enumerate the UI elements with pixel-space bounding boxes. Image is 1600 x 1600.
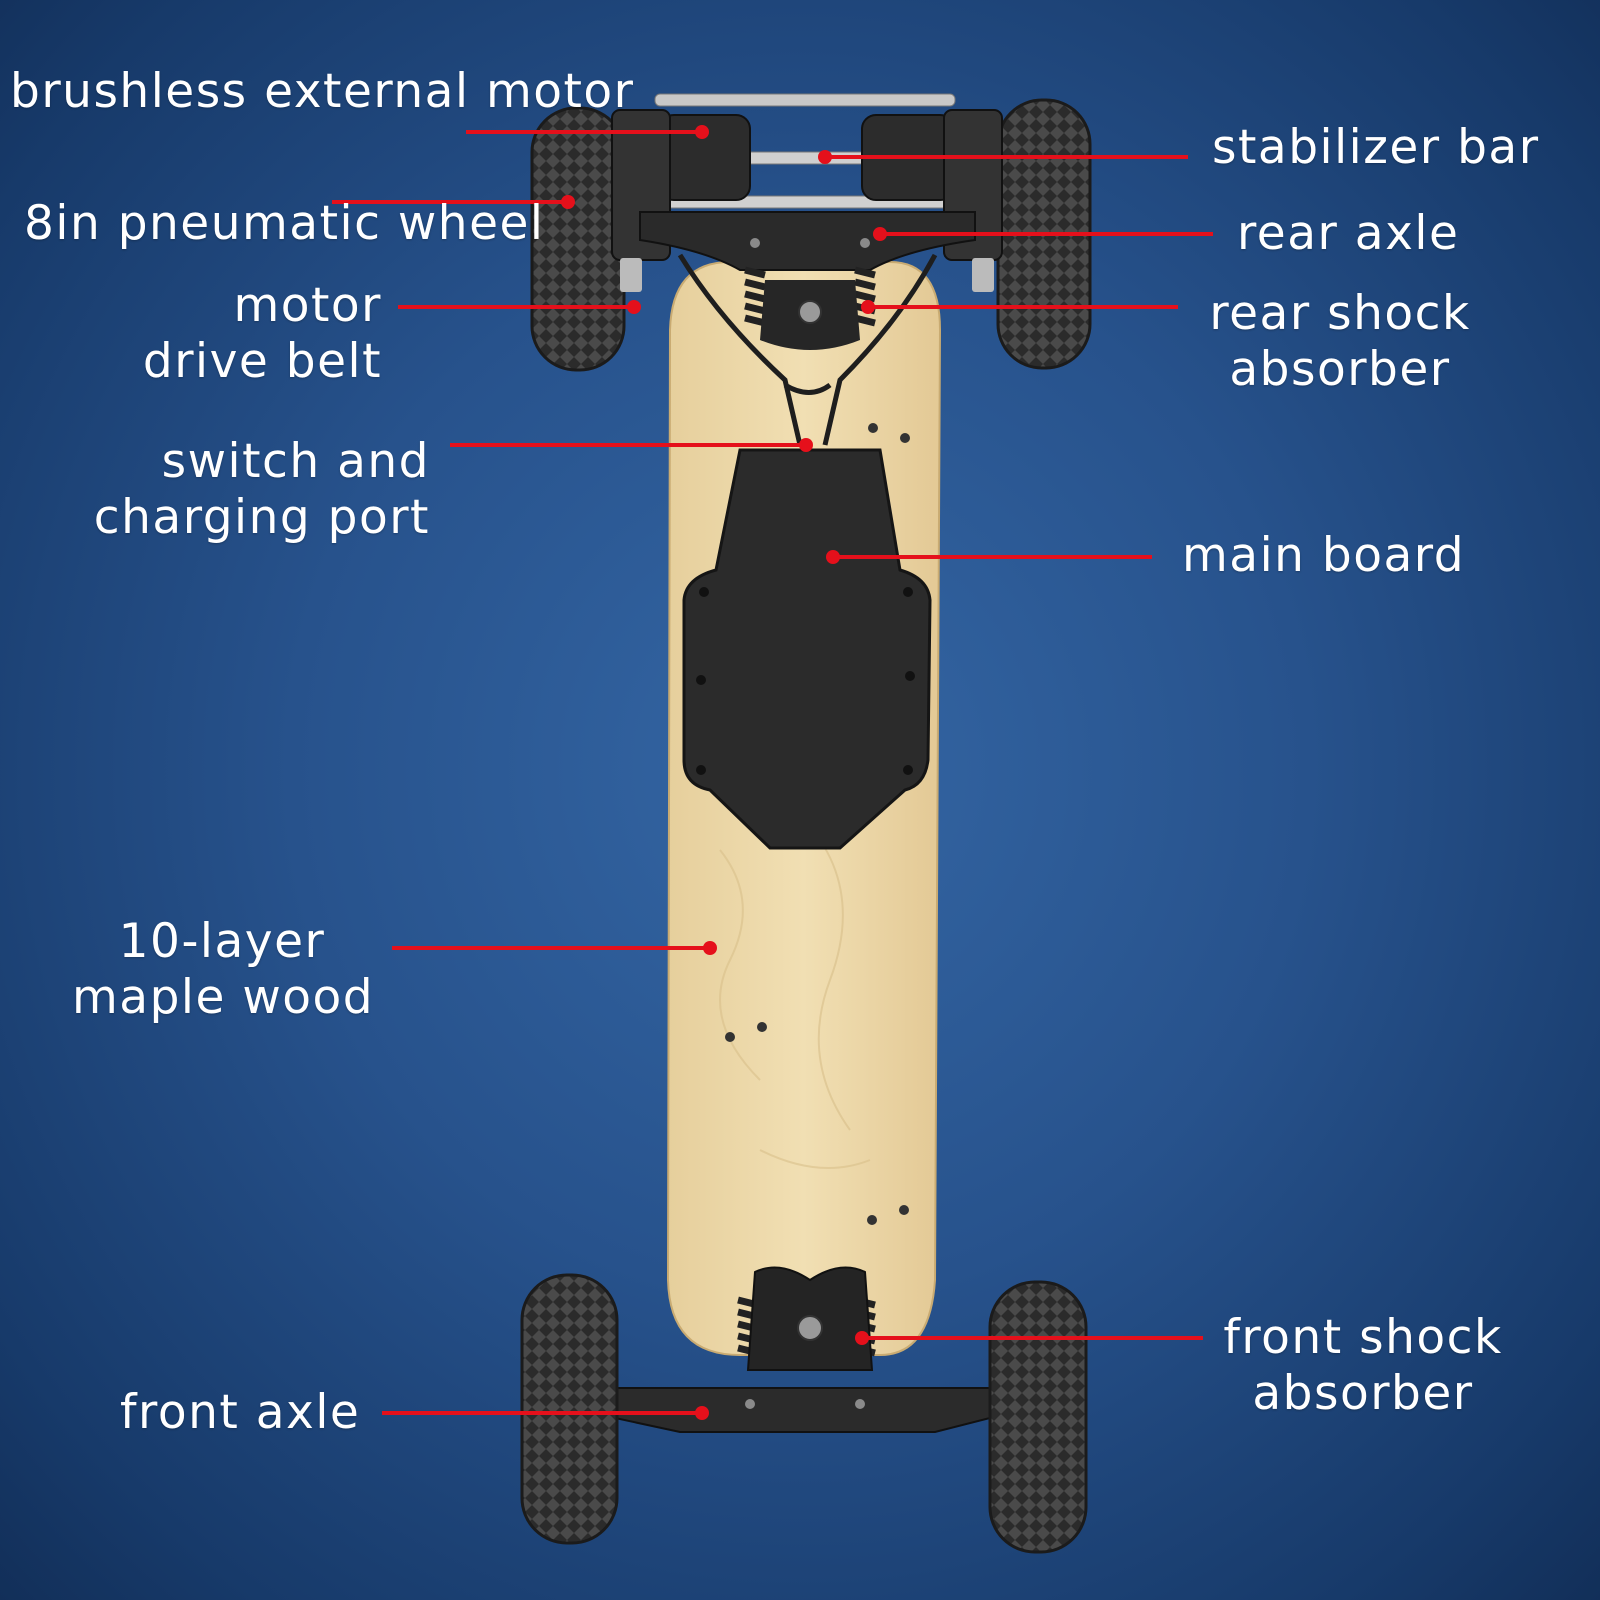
label-10-layer-maple-wood-line2: maple wood xyxy=(72,970,375,1025)
label-motor-drive-belt: motor drive belt xyxy=(143,278,382,390)
callout-dot-rear-shock xyxy=(861,300,875,314)
front-truck-bolts xyxy=(745,1399,865,1409)
label-brushless-external-motor: brushless external motor xyxy=(10,64,635,120)
label-rear-axle: rear axle xyxy=(1237,206,1459,262)
callout-lines xyxy=(332,125,1213,1420)
label-rear-shock-absorber-line2: absorber xyxy=(1229,342,1451,397)
label-front-shock-absorber: front shock absorber xyxy=(1208,1310,1518,1422)
callout-dot-main-board xyxy=(826,550,840,564)
drive-belt-cogs xyxy=(620,258,994,292)
rear-kingpin xyxy=(798,300,822,324)
main-board-enclosure xyxy=(682,448,932,850)
label-10-layer-maple-wood-line1: 10-layer xyxy=(118,914,326,969)
label-front-shock-absorber-line2: absorber xyxy=(1252,1366,1474,1421)
label-front-axle: front axle xyxy=(120,1385,360,1441)
motor-cables xyxy=(677,253,938,446)
callout-dot-front-shock xyxy=(855,1331,869,1345)
callout-dot-switch-port xyxy=(799,438,813,452)
callout-dot-drive-belt xyxy=(627,300,641,314)
label-8in-pneumatic-wheel-text: 8in pneumatic wheel xyxy=(24,196,545,251)
callout-dot-maple-wood xyxy=(703,941,717,955)
front-truck-hanger xyxy=(614,1387,991,1433)
deck-wood-grain xyxy=(719,839,871,1169)
callout-dot-rear-axle xyxy=(873,227,887,241)
rear-truck-hanger xyxy=(639,211,976,271)
deck-mount-holes xyxy=(725,423,910,1225)
label-10-layer-maple-wood: 10-layer maple wood xyxy=(72,914,375,1026)
label-switch-and-charging-port-line2: charging port xyxy=(93,490,430,545)
label-main-board: main board xyxy=(1182,528,1465,584)
label-rear-shock-absorber: rear shock absorber xyxy=(1190,286,1490,398)
callout-dot-pneumatic-wheel xyxy=(561,195,575,209)
front-right-wheel xyxy=(988,1280,1088,1554)
label-rear-shock-absorber-line1: rear shock xyxy=(1209,286,1471,341)
enclosure-screws xyxy=(696,587,915,775)
label-front-shock-absorber-line1: front shock xyxy=(1223,1310,1503,1365)
callout-dot-stabilizer-bar xyxy=(818,150,832,164)
label-stabilizer-bar: stabilizer bar xyxy=(1212,120,1540,176)
rear-shock-springs xyxy=(744,266,876,327)
label-switch-and-charging-port: switch and charging port xyxy=(94,434,430,546)
label-main-board-text: main board xyxy=(1182,528,1466,583)
label-stabilizer-bar-text: stabilizer bar xyxy=(1212,120,1540,175)
front-left-wheel xyxy=(520,1273,619,1545)
rear-truck-bolts xyxy=(750,238,870,248)
rear-left-wheel xyxy=(530,106,626,372)
label-motor-drive-belt-line2: drive belt xyxy=(142,334,382,389)
label-front-axle-text: front axle xyxy=(120,1385,361,1440)
callout-dot-brushless-motor xyxy=(695,125,709,139)
label-brushless-external-motor-text: brushless external motor xyxy=(10,64,635,119)
label-rear-axle-text: rear axle xyxy=(1237,206,1460,261)
label-motor-drive-belt-line1: motor xyxy=(233,278,382,333)
label-8in-pneumatic-wheel: 8in pneumatic wheel xyxy=(24,196,545,252)
front-kingpin xyxy=(797,1315,823,1341)
callout-dot-front-axle xyxy=(695,1406,709,1420)
label-switch-and-charging-port-line1: switch and xyxy=(161,434,430,489)
